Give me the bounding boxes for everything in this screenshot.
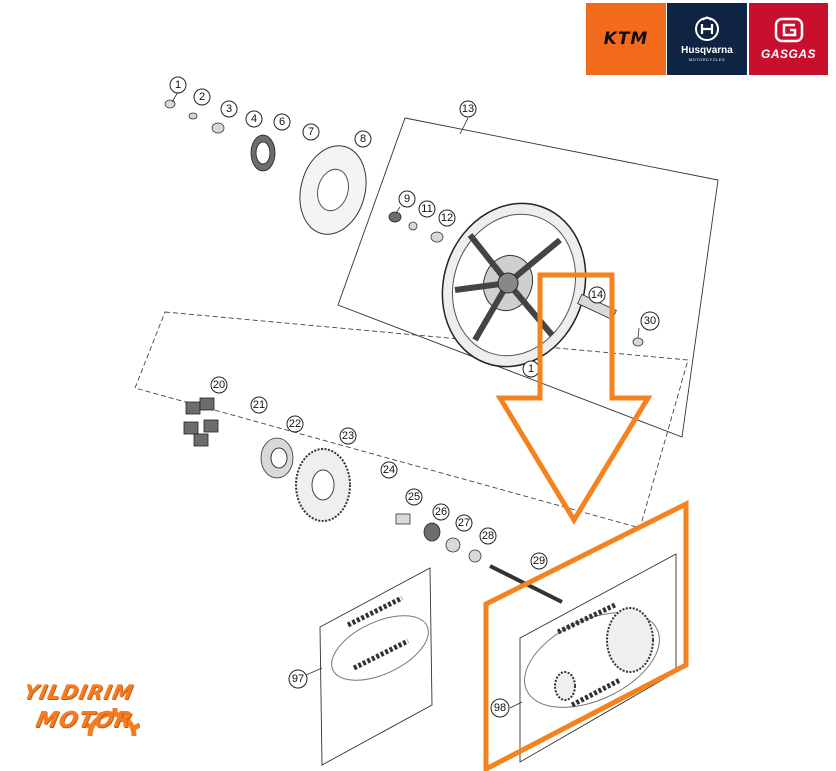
gasgas-logo-text: GASGAS bbox=[760, 47, 816, 61]
callout-group: 1 2 3 4 6 7 8 9 11 12 13 14 1 30 20 21 2… bbox=[169, 76, 660, 718]
svg-text:6: 6 bbox=[279, 116, 285, 128]
callout-8: 7 bbox=[302, 123, 320, 141]
watermark-line1: YILDIRIM bbox=[21, 680, 137, 704]
spacer-25 bbox=[395, 513, 411, 525]
svg-text:7: 7 bbox=[308, 126, 314, 138]
brake-disc bbox=[299, 145, 367, 235]
svg-text:25: 25 bbox=[408, 491, 420, 503]
svg-text:29: 29 bbox=[533, 555, 545, 567]
svg-text:3: 3 bbox=[226, 103, 232, 115]
svg-text:23: 23 bbox=[342, 430, 354, 442]
svg-text:8: 8 bbox=[360, 133, 366, 145]
svg-text:30: 30 bbox=[644, 315, 656, 327]
callout-12: 11 bbox=[418, 200, 436, 218]
callout-28: 28 bbox=[479, 527, 497, 545]
cush-drive-dampers bbox=[183, 397, 219, 447]
svg-text:1: 1 bbox=[528, 363, 534, 375]
part-12 bbox=[408, 221, 418, 231]
husqvarna-logo-subtext: MOTORCYCLES bbox=[688, 57, 726, 62]
yildirim-motor-logo: YILDIRIM MOTOR bbox=[20, 676, 140, 766]
callout-97: 97 bbox=[288, 669, 308, 689]
svg-text:28: 28 bbox=[482, 530, 494, 542]
svg-text:9: 9 bbox=[404, 193, 410, 205]
callout-98: 98 bbox=[490, 698, 510, 718]
chain-kit-98-panel bbox=[519, 553, 677, 763]
callout-4: 3 bbox=[220, 100, 238, 118]
svg-text:26: 26 bbox=[435, 506, 447, 518]
bearing-26 bbox=[423, 522, 441, 542]
husqvarna-logo: Husqvarna MOTORCYCLES bbox=[667, 3, 747, 75]
gear-icon bbox=[85, 708, 140, 737]
svg-text:14: 14 bbox=[591, 289, 603, 301]
callout-9: 8 bbox=[354, 130, 372, 148]
svg-text:4: 4 bbox=[251, 113, 257, 125]
svg-text:20: 20 bbox=[213, 379, 225, 391]
gasgas-g-icon bbox=[774, 17, 803, 43]
highlight-box-chain-kit-98 bbox=[483, 499, 689, 771]
ktm-logo-text: KTM bbox=[603, 29, 649, 49]
svg-text:97: 97 bbox=[292, 673, 304, 685]
part-30 bbox=[632, 337, 644, 347]
callout-6: 4 bbox=[245, 110, 263, 128]
callout-22: 22 bbox=[286, 415, 304, 433]
callout-1: 13 bbox=[459, 100, 477, 118]
ktm-logo: KTM bbox=[586, 3, 666, 75]
callout-27: 27 bbox=[455, 514, 473, 532]
husqvarna-crown-icon bbox=[695, 16, 719, 41]
callout-21: 21 bbox=[250, 396, 268, 414]
svg-text:11: 11 bbox=[421, 203, 432, 215]
callout-11: 9 bbox=[398, 190, 416, 208]
svg-text:24: 24 bbox=[383, 464, 395, 476]
part-3 bbox=[188, 112, 198, 120]
callout-1-valve: 1 bbox=[522, 360, 540, 378]
part-2 bbox=[164, 99, 176, 109]
chain-kit-97-panel bbox=[319, 567, 433, 766]
svg-text:12: 12 bbox=[441, 212, 453, 224]
part-4 bbox=[211, 122, 225, 134]
watermark-line2: MOTOR bbox=[33, 708, 135, 733]
rear-wheel bbox=[441, 202, 587, 368]
callout-26: 26 bbox=[432, 503, 450, 521]
callout-13: 12 bbox=[438, 209, 456, 227]
svg-text:27: 27 bbox=[458, 517, 470, 529]
wheel-assembly-panel bbox=[337, 117, 719, 438]
callout-3: 2 bbox=[193, 88, 211, 106]
callout-30: 30 bbox=[640, 311, 660, 331]
nut-28 bbox=[468, 549, 482, 563]
husqvarna-logo-text: Husqvarna bbox=[681, 45, 733, 56]
gasgas-logo: GASGAS bbox=[749, 3, 828, 75]
callout-24: 24 bbox=[380, 461, 398, 479]
callout-20: 20 bbox=[210, 376, 228, 394]
svg-text:22: 22 bbox=[289, 418, 301, 430]
svg-text:98: 98 bbox=[494, 702, 506, 714]
rear-sprocket bbox=[295, 448, 351, 522]
svg-text:1: 1 bbox=[175, 79, 181, 91]
chain-kit-97 bbox=[331, 595, 429, 681]
callout-23: 23 bbox=[339, 427, 357, 445]
svg-text:13: 13 bbox=[462, 103, 474, 115]
callout-25: 25 bbox=[405, 488, 423, 506]
callout-2: 1 bbox=[169, 76, 187, 94]
chain-kit-98 bbox=[524, 602, 660, 708]
callout-14: 14 bbox=[588, 286, 606, 304]
highlight-arrow bbox=[495, 272, 653, 525]
callout-7: 6 bbox=[273, 113, 291, 131]
svg-text:21: 21 bbox=[253, 399, 265, 411]
part-13 bbox=[430, 231, 444, 243]
svg-text:2: 2 bbox=[199, 91, 205, 103]
part-11 bbox=[388, 211, 402, 223]
callout-29: 29 bbox=[530, 552, 548, 570]
washer-27 bbox=[445, 537, 461, 553]
